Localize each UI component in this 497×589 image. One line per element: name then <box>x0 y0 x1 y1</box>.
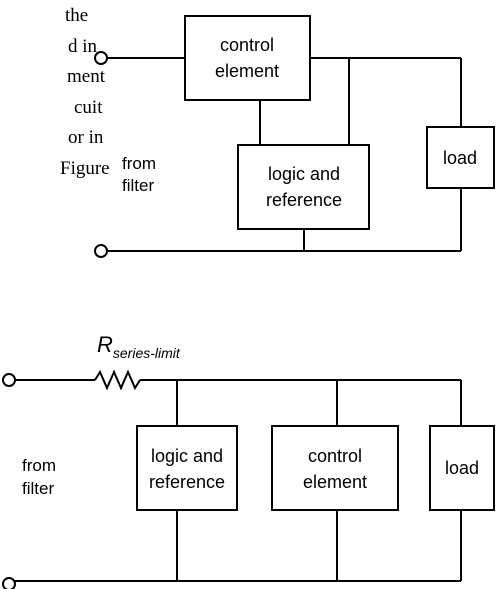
input-terminal-top <box>2 373 16 387</box>
text-fragment: d in <box>68 36 98 57</box>
control-element-label: element <box>215 61 279 81</box>
logic-reference-label: logic and <box>151 446 223 466</box>
control-element-box <box>184 15 311 101</box>
text-fragment: Figure <box>60 158 110 179</box>
shunt-regulator-diagram <box>2 369 495 589</box>
logic-reference-box <box>136 425 238 511</box>
load-box <box>429 425 495 511</box>
logic-reference-label: logic and <box>268 164 340 184</box>
input-terminal-bottom <box>94 244 108 258</box>
text-fragment: or in <box>68 127 104 148</box>
from-filter-label: filter <box>22 479 54 498</box>
load-label: load <box>445 458 479 478</box>
control-element-label: control <box>308 446 362 466</box>
series-limit-resistor <box>94 369 141 391</box>
logic-reference-label: reference <box>266 190 342 210</box>
load-label: load <box>443 148 477 168</box>
text-fragment: cuit <box>74 97 103 118</box>
series-regulator-diagram <box>94 15 495 258</box>
resistor-label: Rseries-limit <box>97 332 181 361</box>
logic-reference-label: reference <box>149 472 225 492</box>
text-fragment: the <box>65 5 89 26</box>
control-element-label: control <box>220 35 274 55</box>
control-element-box <box>271 425 399 511</box>
from-filter-label: from <box>122 154 156 173</box>
logic-reference-box <box>237 144 370 230</box>
control-element-label: element <box>303 472 367 492</box>
from-filter-label: filter <box>122 176 154 195</box>
text-fragment: ment <box>67 66 105 87</box>
load-box <box>426 126 495 189</box>
input-terminal-bottom <box>2 577 16 589</box>
from-filter-label: from <box>22 456 56 475</box>
input-terminal-top <box>94 51 108 65</box>
